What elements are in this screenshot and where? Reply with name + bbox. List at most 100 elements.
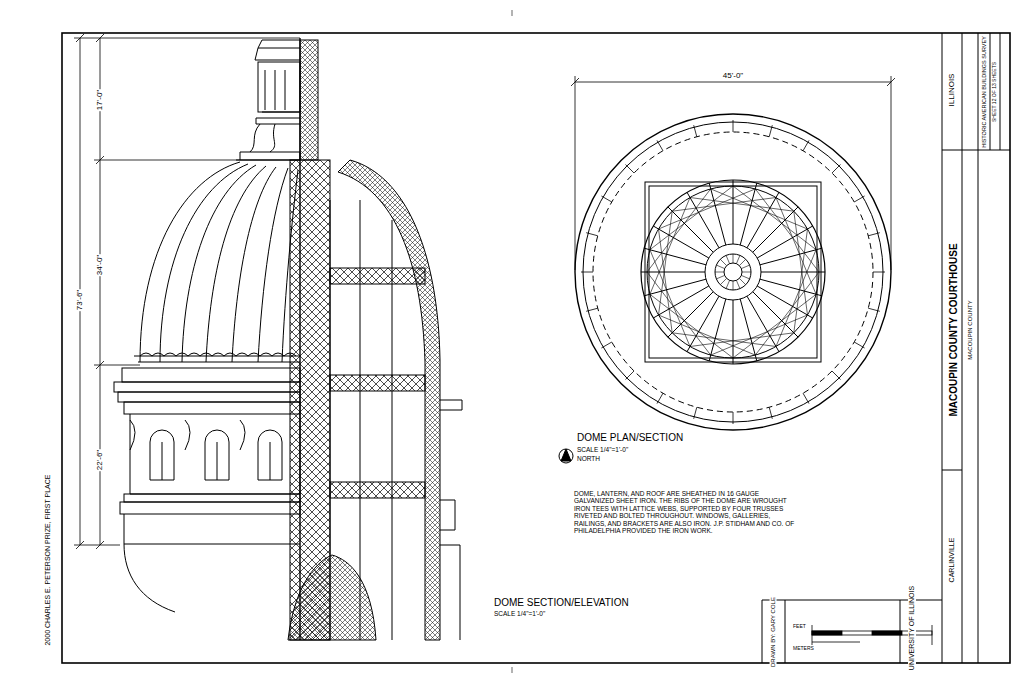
drawing-g xyxy=(575,114,891,430)
drawing-line xyxy=(657,393,663,403)
drawing-line xyxy=(74,38,300,39)
drawing-line xyxy=(739,259,745,265)
drawing-line xyxy=(96,156,104,164)
drawing-circle xyxy=(559,449,573,463)
drawing-circle xyxy=(593,132,873,412)
drawing-line xyxy=(978,33,979,663)
drawing-line xyxy=(812,642,860,643)
drawing-line xyxy=(659,315,756,355)
drawing-g xyxy=(74,34,895,549)
drawing-line xyxy=(694,125,697,137)
drawing-line xyxy=(854,342,864,348)
sheet-label: HISTORIC AMERICAN BUILDINGS SURVEY xyxy=(981,35,987,149)
sheet-title: MACOUPIN COUNTY COURTHOUSE xyxy=(948,242,960,417)
drawing-line xyxy=(753,292,798,337)
drawing-line xyxy=(659,229,673,333)
drawing-line xyxy=(741,275,749,279)
drawing-line xyxy=(990,33,991,150)
drawing-circle xyxy=(715,254,751,290)
drawing-line xyxy=(571,78,579,86)
drawing-circle xyxy=(583,122,883,422)
drawing-line xyxy=(96,541,104,549)
drawing-line xyxy=(962,33,963,663)
drawing-rect xyxy=(122,368,300,382)
drawing-path xyxy=(140,353,296,356)
drawing-line xyxy=(601,196,611,202)
drawing-line xyxy=(739,278,745,284)
drawing-path xyxy=(561,449,571,461)
sheet-label: MACOUPIN COUNTY xyxy=(967,299,974,360)
drawing-line xyxy=(733,180,734,244)
drawing-path xyxy=(130,420,245,450)
drawing-circle xyxy=(705,244,761,300)
drawing-rect xyxy=(330,375,425,391)
drawing-line xyxy=(575,82,891,83)
drawing-line xyxy=(755,272,819,355)
drawing-line xyxy=(653,226,709,258)
drawing-line xyxy=(711,315,808,355)
drawing-path xyxy=(182,165,256,362)
drawing-line xyxy=(647,189,711,272)
drawing-path xyxy=(124,514,300,544)
drawing-rect xyxy=(812,631,842,635)
drawing-line xyxy=(733,120,734,132)
drawing-line xyxy=(794,211,808,315)
drawing-line xyxy=(873,272,885,273)
sheet-label: NORTH xyxy=(576,455,601,462)
dimension-label: 73'-6" xyxy=(75,289,84,311)
drawing-line xyxy=(726,255,730,263)
sheet-label: DOME SECTION/ELEVATION xyxy=(493,597,630,609)
drawing-path xyxy=(124,544,175,612)
drawing-line xyxy=(742,272,751,273)
drawing-rect xyxy=(330,268,425,284)
drawing-line xyxy=(803,393,809,403)
drawing-line xyxy=(733,300,734,364)
drawing-line xyxy=(690,198,794,212)
sheet-label: METERS xyxy=(792,646,815,652)
drawing-rect xyxy=(330,482,425,498)
drawing-path xyxy=(160,164,248,362)
drawing-line xyxy=(733,281,734,290)
drawing-line xyxy=(794,229,808,333)
drawing-line xyxy=(76,34,84,42)
sheet-label: DRAWN BY: GARY COLE xyxy=(770,596,777,668)
drawing-line xyxy=(96,361,104,369)
drawing-g xyxy=(114,38,300,640)
drawing-line xyxy=(736,280,740,288)
drawing-line xyxy=(657,140,663,150)
drawing-path xyxy=(140,162,240,362)
drawing-line xyxy=(581,272,593,273)
drawing-line xyxy=(711,189,808,229)
drawing-line xyxy=(94,160,240,161)
drawing-path xyxy=(236,152,300,160)
drawing-path xyxy=(338,160,440,640)
drawing-circle xyxy=(724,263,742,281)
sheet-label: SCALE 1/4"=1'-0" xyxy=(493,610,546,617)
drawing-line xyxy=(740,299,757,361)
drawing-path xyxy=(255,40,300,60)
drawing-line xyxy=(601,342,611,348)
drawing-line xyxy=(942,470,962,471)
drawing-line xyxy=(741,265,749,269)
drawing-line xyxy=(659,211,673,315)
drawing-line xyxy=(1000,33,1001,150)
note-text: DOME, LANTERN, AND ROOF ARE SHEATHED IN … xyxy=(573,490,797,535)
drawing-rect xyxy=(258,62,300,112)
dimension-label: 17'-0" xyxy=(95,89,104,111)
drawing-line xyxy=(736,255,740,263)
drawing-line xyxy=(760,248,822,265)
drawing-line xyxy=(650,186,733,250)
drawing-rect xyxy=(120,502,300,514)
drawing-line xyxy=(733,412,734,424)
drawing-path xyxy=(162,442,270,480)
drawing-line xyxy=(942,33,943,663)
sheet-label: CARLINVILLE xyxy=(948,537,956,584)
drawing-line xyxy=(672,198,776,212)
dimension-label: 22'-6" xyxy=(95,449,104,471)
drawing-path xyxy=(440,545,460,640)
sheet-label: 2000 CHARLES E. PETERSON PRIZE, FIRST PL… xyxy=(44,473,52,646)
drawing-line xyxy=(755,189,819,272)
drawing-line xyxy=(762,600,763,663)
drawing-line xyxy=(932,625,933,645)
